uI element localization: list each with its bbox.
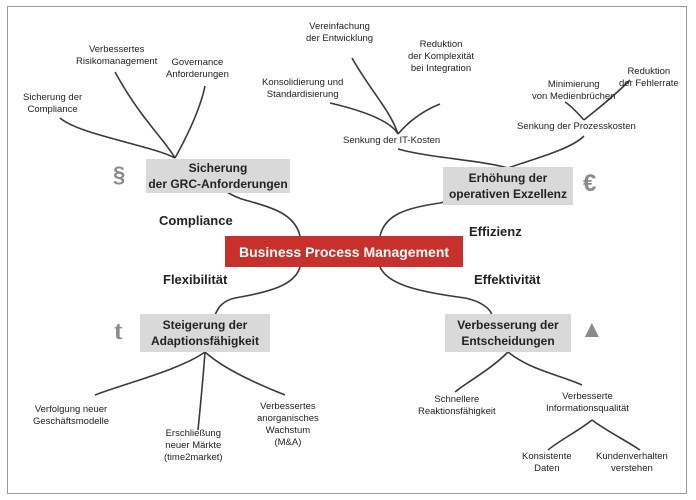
item-geschaeftsmodelle: Verfolgung neuer Geschäftsmodelle (33, 404, 110, 427)
item-wachstum: Verbessertes anorganisches Wachstum (M&A… (257, 401, 319, 448)
item-info: Verbesserte Informationsqualität (546, 391, 629, 414)
category-compliance: Compliance (159, 213, 233, 228)
goal-exzellenz: Erhöhung der operativen Exzellenz (443, 167, 573, 205)
paragraph-icon: § (113, 162, 126, 187)
item-reaktion: Schnellere Reaktionsfähigkeit (418, 394, 496, 417)
triangle-icon: ▲ (580, 316, 604, 343)
euro-icon: € (583, 170, 597, 197)
item-vereinfachung: Vereinfachung der Entwicklung (306, 21, 374, 44)
category-effektivitaet: Effektivität (474, 272, 541, 287)
central-node: Business Process Management (225, 236, 463, 267)
prozesskosten-title: Senkung der Prozesskosten (517, 121, 636, 132)
item-minimierung: Minimierung von Medienbrüchen (532, 79, 616, 102)
goal-grc: Sicherung der GRC-Anforderungen (146, 159, 290, 193)
item-maerkte: Erschließung neuer Märkte (time2market) (164, 428, 223, 463)
item-kunden: Kundenverhalten verstehen (596, 451, 668, 474)
item-risikomanagement: Verbessertes Risikomanagement (76, 44, 158, 67)
item-daten: Konsistente Daten (522, 451, 572, 474)
item-governance: Governance Anforderungen (166, 57, 229, 80)
item-fehlerrate: Reduktion der Fehlerrate (619, 66, 679, 89)
item-sicherung-compliance: Sicherung der Compliance (23, 92, 83, 115)
category-flexibilitaet: Flexibilität (163, 272, 228, 287)
goal-entscheidungen: Verbesserung der Entscheidungen (445, 314, 571, 352)
category-effizienz: Effizienz (469, 224, 522, 239)
it-kosten-title: Senkung der IT-Kosten (343, 135, 441, 146)
item-reduktion-komplexitaet: Reduktion der Komplexität bei Integratio… (408, 39, 475, 74)
item-konsolidierung: Konsolidierung und Standardisierung (262, 77, 344, 100)
t-icon: t (114, 316, 123, 345)
goal-adaption: Steigerung der Adaptionsfähigkeit (140, 314, 270, 352)
